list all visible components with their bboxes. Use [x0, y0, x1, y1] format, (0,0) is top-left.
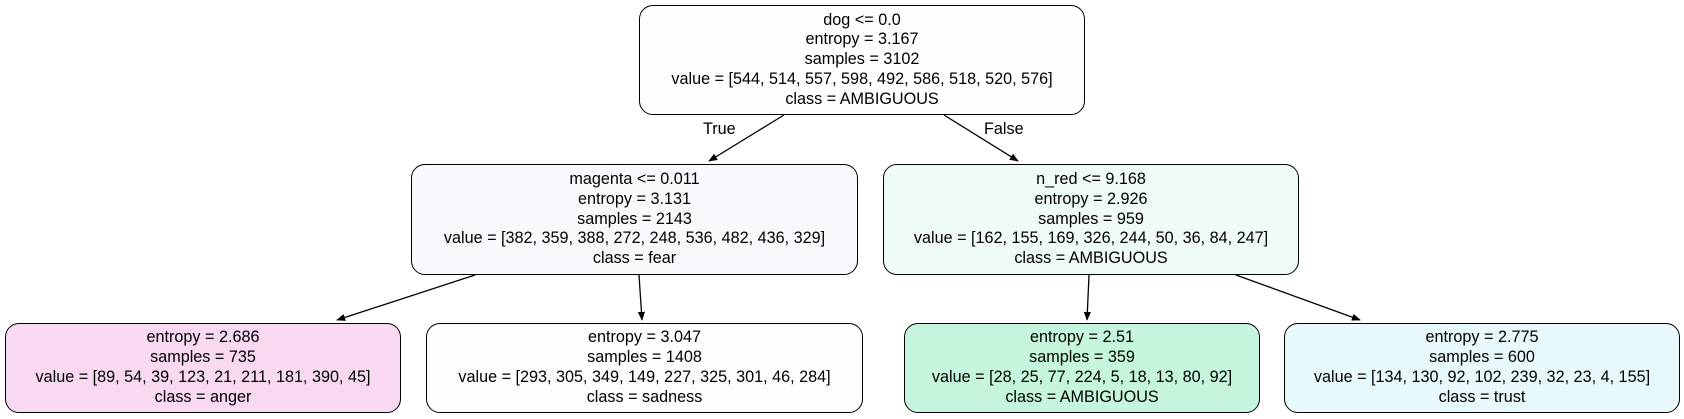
edge-left-to-anger	[336, 274, 476, 321]
edge-left-to-sadness	[637, 274, 646, 321]
node-value: value = [89, 54, 39, 123, 21, 211, 181, …	[35, 368, 371, 386]
node-samples: samples = 1408	[587, 348, 702, 367]
edge-right-to-ambiguous-leaf	[1083, 274, 1091, 321]
node-entropy: entropy = 3.167	[805, 30, 919, 49]
edge-label-true: True	[703, 120, 736, 138]
node-value: value = [293, 305, 349, 149, 227, 325, 3…	[458, 368, 831, 386]
node-class: class = trust	[1438, 387, 1526, 406]
node-n-red-split: n_red <= 9.168 entropy = 2.926 samples =…	[883, 164, 1299, 275]
edge-root-to-left	[708, 114, 785, 162]
edge-root-to-right	[943, 114, 1019, 162]
node-class: class = anger	[154, 387, 252, 406]
edge-right-to-trust	[1235, 274, 1361, 321]
leaf-node-sadness: entropy = 3.047 samples = 1408 value = […	[426, 323, 863, 413]
leaf-node-ambiguous: entropy = 2.51 samples = 359 value = [28…	[904, 323, 1260, 413]
node-magenta-split: magenta <= 0.011 entropy = 3.131 samples…	[411, 164, 858, 275]
node-split: magenta <= 0.011	[569, 170, 700, 188]
node-samples: samples = 959	[1038, 209, 1144, 228]
node-value: value = [544, 514, 557, 598, 492, 586, 5…	[671, 69, 1053, 88]
node-split: n_red <= 9.168	[1036, 170, 1146, 188]
node-entropy: entropy = 3.131	[578, 189, 691, 208]
node-samples: samples = 359	[1029, 348, 1135, 367]
node-class: class = AMBIGUOUS	[1014, 249, 1168, 268]
node-samples: samples = 3102	[804, 50, 920, 69]
node-samples: samples = 600	[1429, 348, 1535, 367]
node-entropy: entropy = 2.51	[1030, 328, 1134, 347]
node-class: class = sadness	[586, 387, 703, 406]
node-value: value = [162, 155, 169, 326, 244, 50, 36…	[913, 229, 1269, 248]
node-samples: samples = 2143	[577, 209, 692, 228]
node-value: value = [382, 359, 388, 272, 248, 536, 4…	[443, 229, 826, 248]
node-entropy: entropy = 2.926	[1034, 189, 1148, 208]
node-class: class = AMBIGUOUS	[785, 89, 939, 108]
node-class: class = fear	[592, 249, 677, 268]
root-node: dog <= 0.0 entropy = 3.167 samples = 310…	[639, 5, 1085, 115]
node-class: class = AMBIGUOUS	[1005, 387, 1159, 406]
node-samples: samples = 735	[150, 348, 256, 367]
node-split: dog <= 0.0	[823, 10, 901, 29]
node-entropy: entropy = 2.686	[146, 328, 260, 347]
node-value: value = [28, 25, 77, 224, 5, 18, 13, 80,…	[931, 368, 1233, 386]
leaf-node-trust: entropy = 2.775 samples = 600 value = [1…	[1284, 323, 1680, 413]
node-value: value = [134, 130, 92, 102, 239, 32, 23,…	[1313, 368, 1651, 386]
node-entropy: entropy = 2.775	[1425, 328, 1539, 347]
node-entropy: entropy = 3.047	[588, 328, 701, 347]
leaf-node-anger: entropy = 2.686 samples = 735 value = [8…	[5, 323, 401, 413]
edge-label-false: False	[984, 120, 1024, 138]
